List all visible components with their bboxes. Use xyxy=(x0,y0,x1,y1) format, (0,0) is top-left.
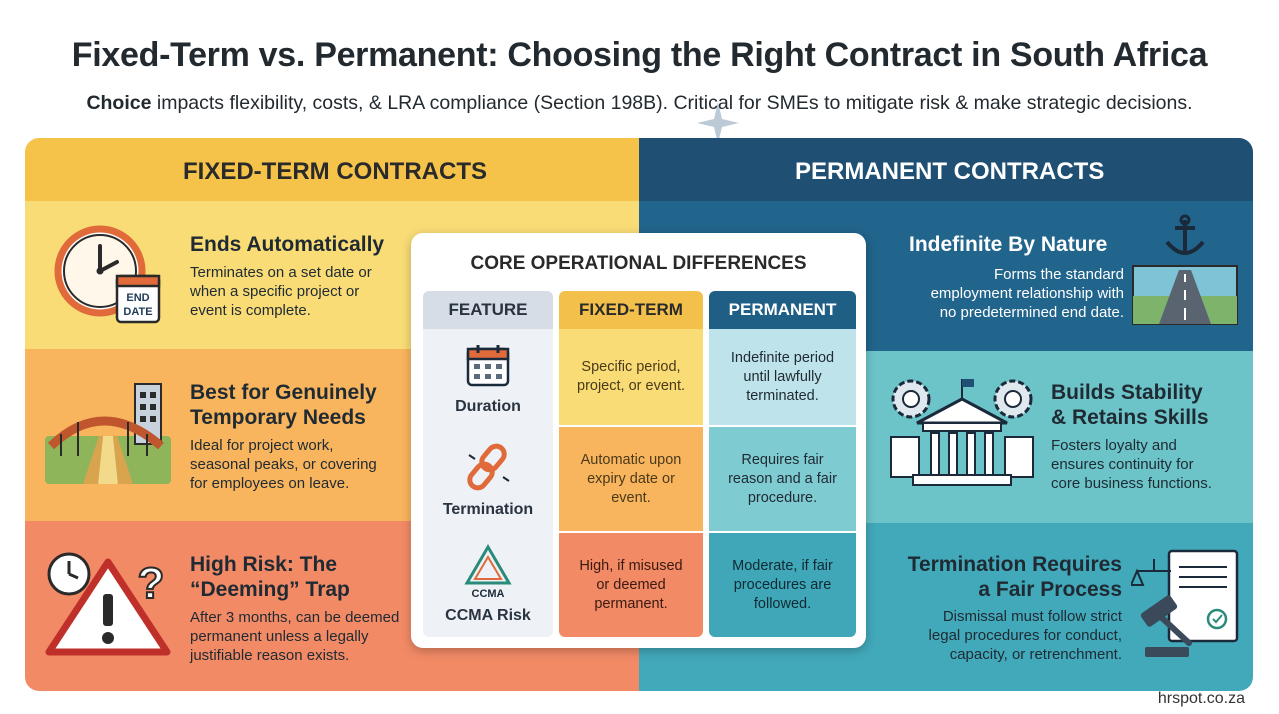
sparkle-icon xyxy=(697,102,739,144)
clock-end-date-icon: END DATE xyxy=(54,225,161,324)
item-desc-deeming-trap: After 3 months, can be deemed permanent … xyxy=(190,609,400,664)
calendar-icon xyxy=(466,345,510,387)
item-title-temporary-needs: Best for Genuinely Temporary Needs xyxy=(190,381,377,429)
table-title: CORE OPERATIONAL DIFFERENCES xyxy=(470,253,807,274)
item-title-stability: Builds Stability & Retains Skills xyxy=(1051,381,1209,429)
gavel-document-icon xyxy=(1131,549,1239,657)
ccma-logo-icon: CCMA xyxy=(464,544,512,599)
subtitle-text: impacts flexibility, costs, & LRA compli… xyxy=(151,92,1193,114)
anchor-road-icon xyxy=(1132,214,1238,325)
broken-chain-icon xyxy=(467,443,510,491)
cell-fixed-duration: Specific period,project, or event. xyxy=(577,359,685,394)
item-title-ends-automatically: Ends Automatically xyxy=(190,233,385,256)
svg-text:CCMA: CCMA xyxy=(472,588,505,599)
item-desc-fair-process: Dismissal must follow strict legal proce… xyxy=(928,608,1122,663)
permanent-heading: PERMANENT CONTRACTS xyxy=(795,158,1105,185)
fixed-term-heading: FIXED-TERM CONTRACTS xyxy=(183,158,487,185)
item-title-fair-process: Termination Requires a Fair Process xyxy=(907,553,1122,601)
item-desc-indefinite: Forms the standard employment relationsh… xyxy=(930,266,1124,321)
column-header-fixed-term: FIXED-TERM xyxy=(559,291,703,329)
building-gears-icon xyxy=(890,379,1034,486)
svg-text:END: END xyxy=(126,292,149,304)
item-title-indefinite: Indefinite By Nature xyxy=(909,233,1108,256)
item-desc-ends-automatically: Terminates on a set date or when a speci… xyxy=(190,264,372,319)
item-title-deeming-trap: High Risk: The “Deeming” Trap xyxy=(190,553,350,601)
svg-text:?: ? xyxy=(138,559,165,608)
column-header-feature: FEATURE xyxy=(423,291,553,329)
core-differences-table: CORE OPERATIONAL DIFFERENCES FEATURE FIX… xyxy=(411,233,866,648)
item-desc-temporary-needs: Ideal for project work, seasonal peaks, … xyxy=(190,437,377,492)
page-subtitle: Choice impacts flexibility, costs, & LRA… xyxy=(0,92,1279,115)
subtitle-bold: Choice xyxy=(86,92,152,114)
warning-clock-icon: ? xyxy=(45,552,171,656)
comparison-card: FIXED-TERM CONTRACTS END DATE Ends Autom… xyxy=(25,138,1253,691)
bridge-road-icon xyxy=(45,383,171,484)
item-desc-stability: Fosters loyalty and ensures continuity f… xyxy=(1051,437,1212,492)
feature-ccma-risk: CCMA Risk xyxy=(445,607,531,624)
site-credit: hrspot.co.za xyxy=(1157,690,1245,707)
feature-duration: Duration xyxy=(455,398,521,415)
fixed-term-column: FIXED-TERM CONTRACTS END DATE Ends Autom… xyxy=(25,138,639,691)
column-header-permanent: PERMANENT xyxy=(709,291,856,329)
svg-text:DATE: DATE xyxy=(123,306,152,318)
feature-termination: Termination xyxy=(442,501,534,518)
page-title: Fixed-Term vs. Permanent: Choosing the R… xyxy=(71,36,1208,74)
